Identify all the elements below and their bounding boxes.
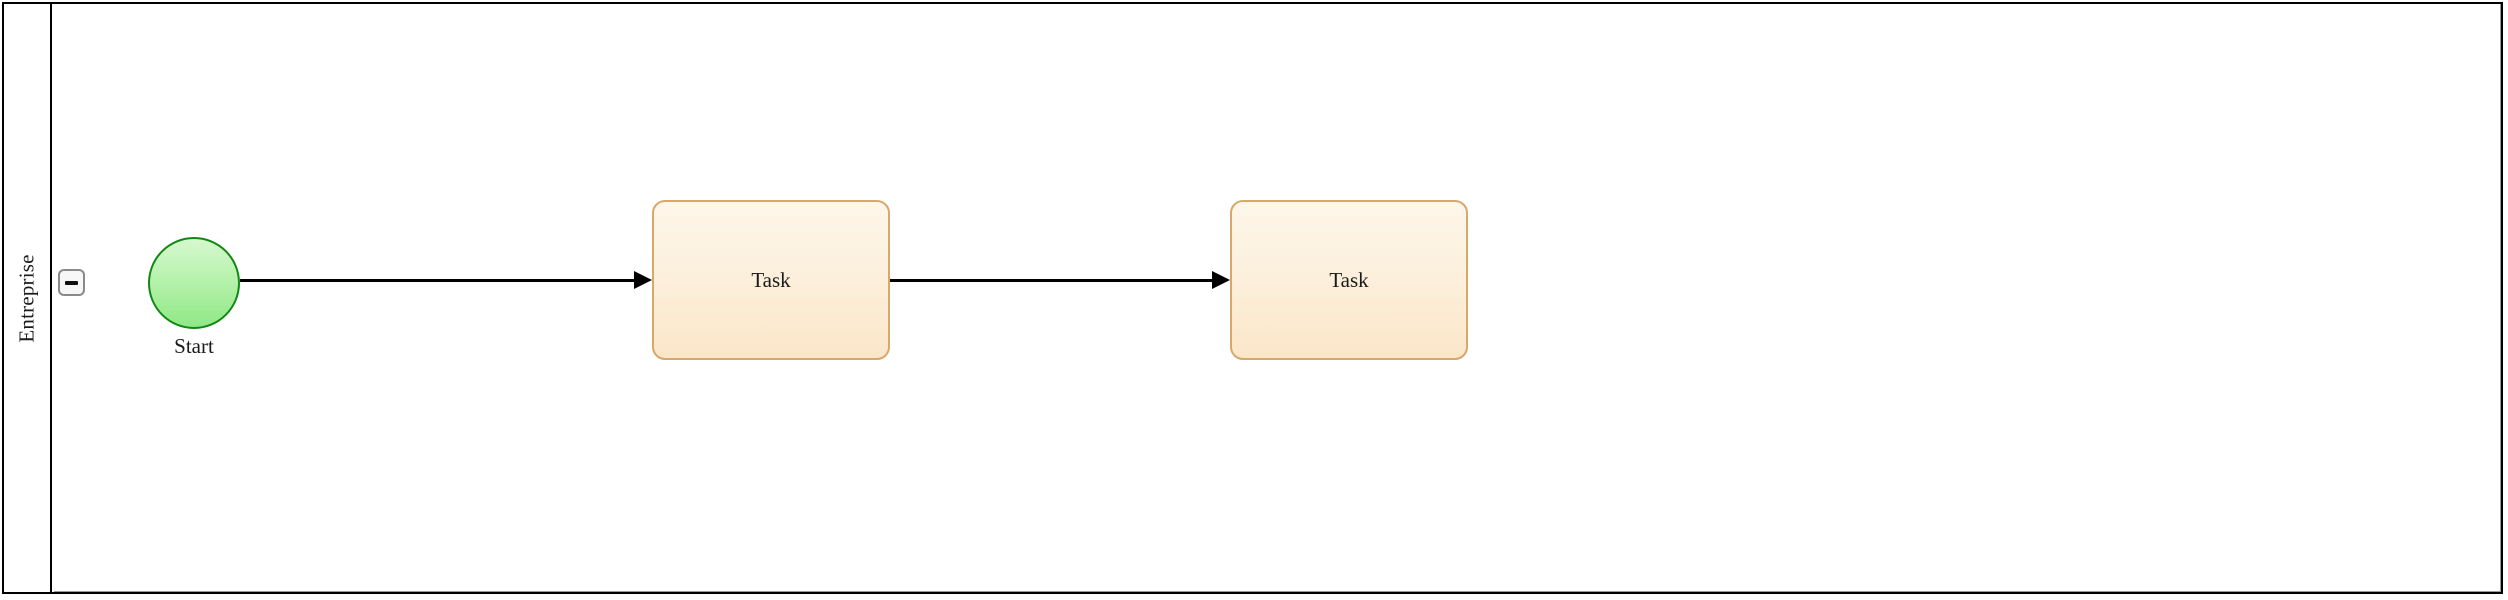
- task-label: Task: [1329, 267, 1369, 292]
- sequence-flow-task1-to-task2[interactable]: [890, 279, 1212, 282]
- arrowhead-icon: [1212, 271, 1230, 289]
- task-node-2[interactable]: Task: [1230, 200, 1468, 360]
- task-label: Task: [751, 267, 791, 292]
- sequence-flow-start-to-task1[interactable]: [240, 279, 634, 282]
- minus-icon: [65, 280, 78, 285]
- pool-header[interactable]: Entreprise: [4, 4, 52, 592]
- start-event-label: Start: [174, 334, 214, 358]
- start-event-node[interactable]: [148, 237, 240, 329]
- arrowhead-icon: [634, 271, 652, 289]
- collapse-pool-button[interactable]: [58, 269, 85, 296]
- pool-name-label: Entreprise: [14, 253, 39, 343]
- task-node-1[interactable]: Task: [652, 200, 890, 360]
